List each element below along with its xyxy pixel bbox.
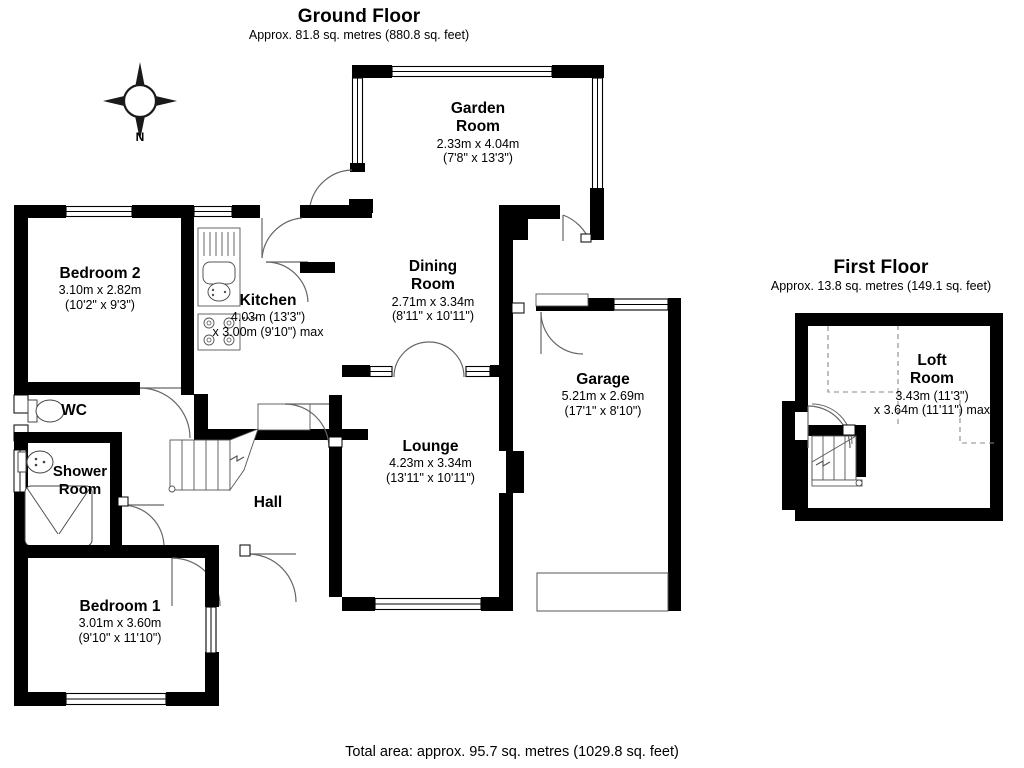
- window-dining-divider: [369, 365, 491, 378]
- eaves-outline: [827, 326, 998, 444]
- window-kitchen-top: [193, 205, 233, 218]
- garden-room-name-2: Room: [456, 118, 500, 136]
- window-garden-right: [591, 77, 604, 191]
- window-bedroom1-bottom: [65, 692, 167, 706]
- door-shower-room: [121, 504, 165, 548]
- fixture-shower-basin: [17, 450, 54, 474]
- compass-north-label: N: [135, 130, 145, 144]
- room-label-wc: WC: [44, 402, 104, 420]
- hall-name: Hall: [253, 494, 283, 511]
- garden-room-dim-metric: 2.33m x 4.04m: [436, 136, 520, 151]
- shower-room-name-1: Shower: [52, 463, 108, 480]
- bedroom-2-dim-imperial: (10'2" x 9'3"): [65, 298, 135, 313]
- staircase-loft: [811, 435, 863, 487]
- door-kitchen-hall: [261, 217, 303, 259]
- window-garden-top: [391, 65, 553, 78]
- lounge-dim-imperial: (13'11" x 10'11"): [386, 471, 475, 486]
- window-garden-left: [351, 77, 364, 167]
- staircase-ground: [168, 428, 259, 493]
- door-hall-lounge: [284, 403, 330, 449]
- room-label-dining-room: Dining Room 2.71m x 3.34m (8'11" x 10'11…: [363, 258, 503, 324]
- room-label-garage: Garage 5.21m x 2.69m (17'1" x 8'10"): [533, 371, 673, 419]
- door-loft: [807, 403, 853, 449]
- loft-room-name-1: Loft: [917, 352, 947, 369]
- ground-floor-heading: Ground Floor Approx. 81.8 sq. metres (88…: [234, 6, 484, 43]
- ground-floor-title: Ground Floor: [297, 6, 421, 27]
- dining-room-name-1: Dining: [408, 258, 458, 275]
- window-bedroom1-right: [205, 606, 217, 654]
- door-garden-left: [309, 169, 353, 207]
- door-dining-lounge: [393, 341, 465, 378]
- compass-rose-icon: [103, 62, 177, 140]
- kitchen-name: Kitchen: [239, 292, 297, 309]
- door-bedroom2: [139, 387, 191, 439]
- lounge-dim-metric: 4.23m x 3.34m: [389, 456, 472, 471]
- loft-room-dim-imperial: x 3.64m (11'11") max: [873, 403, 991, 418]
- bedroom-2-dim-metric: 3.10m x 2.82m: [58, 283, 142, 298]
- room-label-loft-room: Loft Room 3.43m (11'3") x 3.64m (11'11")…: [862, 352, 1002, 418]
- door-garage-side: [535, 293, 589, 355]
- first-floor-title: First Floor: [833, 257, 929, 278]
- loft-room-dim-metric: 3.43m (11'3"): [895, 388, 969, 403]
- window-lounge-bottom: [374, 597, 482, 611]
- dining-room-name-2: Room: [411, 276, 455, 294]
- lounge-name: Lounge: [402, 438, 459, 455]
- room-label-shower-room: Shower Room: [20, 463, 140, 498]
- room-label-bedroom-1: Bedroom 1 3.01m x 3.60m (9'10" x 11'10"): [40, 598, 200, 646]
- kitchen-dim-imperial: x 3.00m (9'10") max: [212, 325, 324, 340]
- room-label-garden-room: Garden Room 2.33m x 4.04m (7'8" x 13'3"): [398, 100, 558, 166]
- window-bedroom2-top: [65, 205, 133, 218]
- ground-floor-subtitle: Approx. 81.8 sq. metres (880.8 sq. feet): [248, 28, 470, 43]
- ground-floor-plan: [13, 65, 681, 706]
- dining-room-dim-imperial: (8'11" x 10'11"): [392, 309, 474, 324]
- bedroom-2-name: Bedroom 2: [59, 265, 141, 282]
- dining-room-dim-metric: 2.71m x 3.34m: [391, 294, 475, 309]
- room-label-bedroom-2: Bedroom 2 3.10m x 2.82m (10'2" x 9'3"): [20, 265, 180, 313]
- garden-room-dim-imperial: (7'8" x 13'3"): [443, 151, 513, 166]
- first-floor-plan: [782, 313, 1003, 521]
- total-area-label: Total area: approx. 95.7 sq. metres (102…: [345, 744, 679, 760]
- wc-name: WC: [61, 402, 87, 419]
- door-hall-front: [247, 553, 297, 603]
- fixture-wc-toilet: [27, 399, 65, 423]
- garage-door: [536, 572, 669, 612]
- shower-room-name-2: Room: [58, 480, 102, 498]
- garage-dim-metric: 5.21m x 2.69m: [561, 389, 645, 404]
- room-label-kitchen: Kitchen 4.03m (13'3") x 3.00m (9'10") ma…: [188, 292, 348, 340]
- first-floor-heading: First Floor Approx. 13.8 sq. metres (149…: [756, 257, 1006, 294]
- room-label-lounge: Lounge 4.23m x 3.34m (13'11" x 10'11"): [358, 438, 503, 486]
- loft-room-name-2: Room: [910, 370, 954, 388]
- room-label-hall: Hall: [228, 494, 308, 512]
- garage-name: Garage: [576, 371, 630, 388]
- window-garage-top: [613, 298, 669, 311]
- fixture-kitchen-units: [197, 227, 258, 351]
- bedroom-1-dim-imperial: (9'10" x 11'10"): [78, 631, 162, 646]
- kitchen-dim-metric: 4.03m (13'3"): [230, 310, 306, 325]
- garden-room-name-1: Garden: [450, 100, 506, 117]
- bedroom-1-dim-metric: 3.01m x 3.60m: [78, 616, 162, 631]
- garage-dim-imperial: (17'1" x 8'10"): [564, 404, 642, 419]
- first-floor-subtitle: Approx. 13.8 sq. metres (149.1 sq. feet): [770, 279, 992, 294]
- bedroom-1-name: Bedroom 1: [79, 598, 161, 615]
